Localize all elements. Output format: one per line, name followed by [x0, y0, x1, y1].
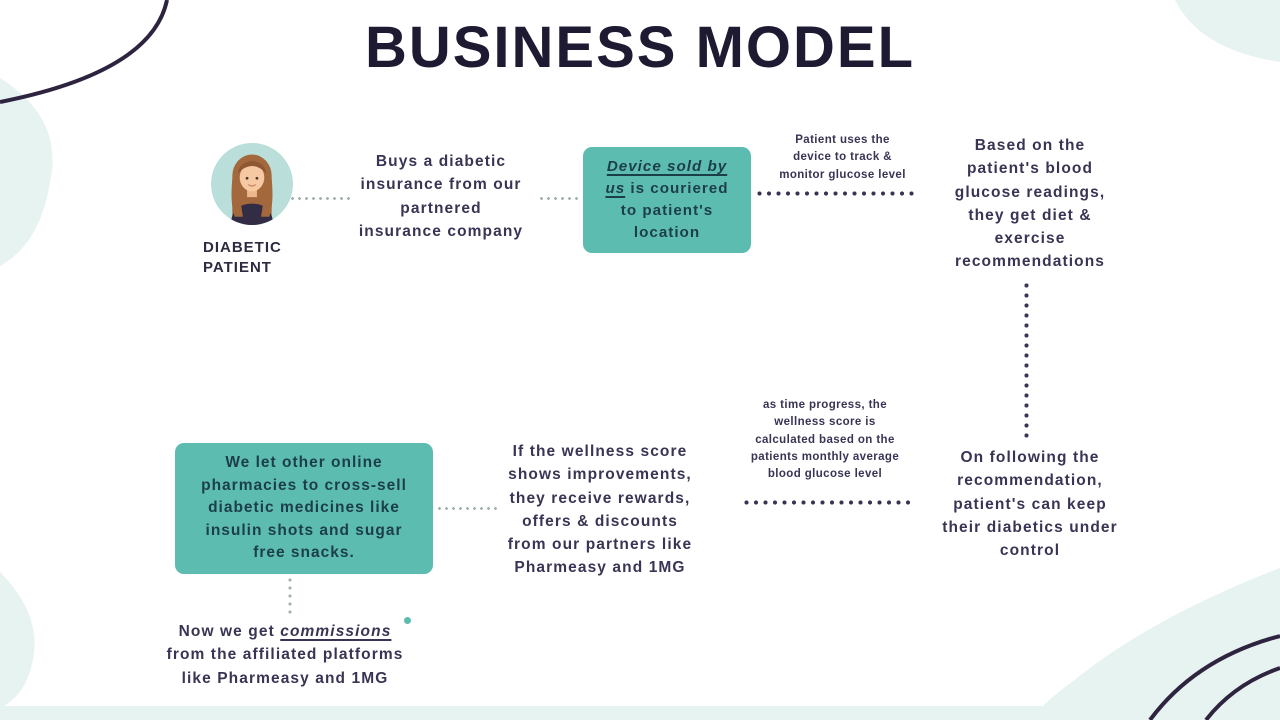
device-underlined-text: Device sold by us — [605, 157, 728, 197]
caption-wellness-score: as time progress, the wellness score is … — [750, 399, 900, 480]
dark-curve-bottom-right-1 — [1148, 634, 1280, 720]
mint-blob-left — [0, 78, 53, 266]
connector-avatar-to-insurance — [291, 197, 353, 201]
mint-strip-bottom — [0, 706, 1280, 720]
step-keep-control: On following the recommendation, patient… — [942, 449, 1118, 559]
page-title: BUSINESS MODEL — [364, 15, 916, 80]
step-recommendations: Based on the patient's blood glucose rea… — [954, 137, 1106, 271]
device-rest-text: is couriered to patient's location — [620, 179, 729, 242]
dark-curve-bottom-right-2 — [1204, 666, 1280, 720]
vertical-dotted-recommendations-to-control — [1024, 283, 1029, 439]
step-buy-insurance: Buys a diabetic insurance from our partn… — [358, 153, 524, 240]
commission-underlined-text: commissions — [280, 623, 392, 640]
connector-insurance-to-device — [540, 197, 582, 201]
connector-rewards-to-crosssell — [438, 507, 498, 511]
step-rewards: If the wellness score shows improvements… — [507, 443, 693, 577]
mint-blob-bottom-right — [1032, 568, 1280, 720]
cross-sell-box-text: We let other online pharmacies to cross-… — [201, 454, 407, 562]
accent-dot — [404, 617, 411, 624]
dotted-line-device-to-recommendations — [757, 191, 917, 196]
commission-post-text: from the affiliated platforms like Pharm… — [166, 646, 404, 687]
diabetic-patient-avatar — [211, 143, 293, 225]
caption-track-glucose: Patient uses the device to track & monit… — [779, 134, 906, 181]
dotted-line-control-to-rewards — [744, 500, 912, 505]
device-box-text: Device sold by us is couriered to patien… — [605, 156, 728, 244]
patient-label: DIABETIC PATIENT — [203, 239, 282, 277]
step-commissions: Now we get commissions from the affiliat… — [135, 620, 435, 690]
mint-blob-bottom-left — [0, 572, 35, 708]
cross-sell-box: We let other online pharmacies to cross-… — [175, 443, 433, 574]
vertical-dotted-crosssell-to-commissions — [288, 578, 292, 614]
device-box: Device sold by us is couriered to patien… — [583, 147, 751, 253]
woman-avatar-icon — [211, 143, 293, 225]
commission-pre-text: Now we get — [178, 623, 281, 640]
